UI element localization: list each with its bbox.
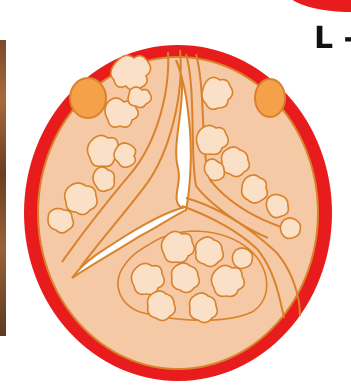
- vessel-left: [70, 78, 106, 118]
- top-red-arc: [285, 0, 351, 12]
- vessel-right: [255, 79, 285, 117]
- corner-label: L -: [314, 24, 351, 54]
